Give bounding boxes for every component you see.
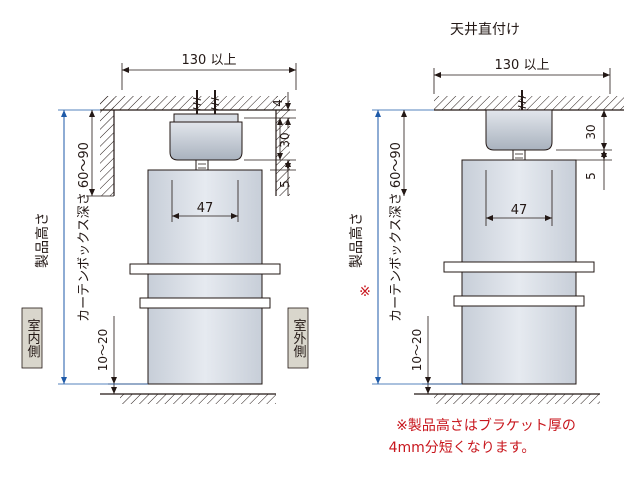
rod-band: [443, 261, 595, 273]
top-gap-label: 4: [271, 99, 285, 107]
right-diagram: 天井直付け 130 以上 30 5: [348, 21, 624, 456]
box-depth-label: カーテンボックス深さ 60〜90: [389, 142, 404, 322]
screw-icon: [192, 90, 220, 118]
bracket-width-label: 47: [197, 201, 214, 216]
bottom-bar: [453, 295, 585, 307]
indoor-tag: [21, 307, 43, 369]
depth-5-label: 5: [278, 180, 292, 188]
product-body: [147, 169, 263, 385]
note-line-1: ※製品高さはブラケット厚の: [396, 417, 576, 434]
rod-band: [129, 263, 281, 275]
product-height-label: 製品高さ: [34, 212, 51, 268]
product-height-label: 製品高さ: [348, 212, 365, 268]
floor-gap-label: 10〜20: [96, 329, 110, 372]
bracket-body: [169, 121, 243, 161]
bottom-bar: [139, 297, 271, 309]
box-wall-left: [100, 96, 114, 196]
depth-30-label: 30: [278, 132, 292, 147]
width-dimension-label: 130 以上: [182, 53, 237, 68]
note-line-2: 4mm分短くなります。: [389, 440, 536, 456]
bracket-width-label: 47: [511, 203, 528, 218]
outdoor-label: 室外側: [291, 318, 307, 358]
right-title: 天井直付け: [450, 21, 520, 38]
ceiling-hatch: [434, 96, 624, 110]
depth-5-label: 5: [584, 172, 598, 180]
depth-30-label: 30: [584, 124, 598, 139]
bracket-body: [485, 109, 553, 151]
floor-gap-label: 10〜20: [410, 329, 424, 372]
indoor-label: 室内側: [25, 318, 41, 358]
screw-icon: [517, 90, 527, 112]
asterisk-mark: ※: [359, 284, 371, 300]
width-dimension-label: 130 以上: [495, 58, 550, 73]
box-depth-label: カーテンボックス深さ 60〜90: [77, 142, 92, 322]
floor-hatch: [434, 394, 600, 404]
floor-hatch: [120, 394, 276, 404]
bracket-plate: [173, 113, 239, 123]
left-diagram: 130 以上 4 30 5: [21, 53, 309, 404]
outdoor-tag: [287, 307, 309, 369]
